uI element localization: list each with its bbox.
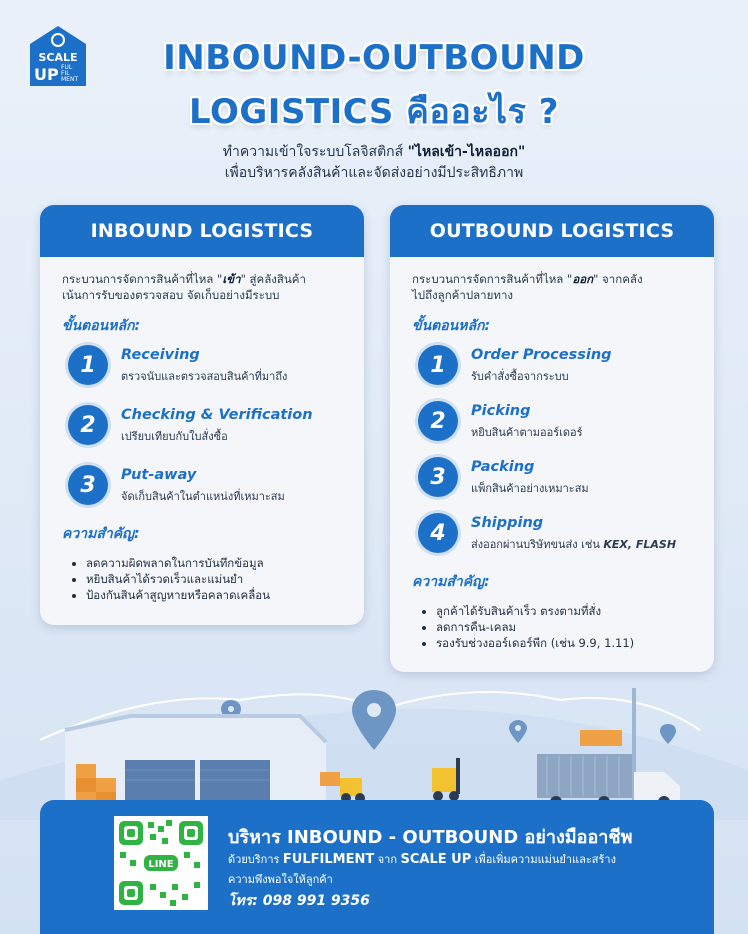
- banner-text-bold: FULFILMENT: [282, 852, 375, 867]
- inbound-desc-prefix: กระบวนการจัดการสินค้าที่ไหล ": [62, 272, 223, 286]
- logo-text-fil: FIL: [61, 70, 70, 77]
- banner-title: บริหาร INBOUND - OUTBOUND อย่างมืออาชีพ: [228, 827, 633, 848]
- inbound-importance-title: ความสำคัญ:: [62, 526, 140, 542]
- location-pin-icon: [660, 724, 676, 744]
- step-number: 2: [68, 405, 108, 445]
- inbound-card: INBOUND LOGISTICS กระบวนการจัดการสินค้าท…: [40, 205, 364, 625]
- list-item: ป้องกันสินค้าสูญหายหรือคลาดเคลื่อน: [86, 587, 364, 603]
- outbound-desc-suffix: " จากคลัง: [593, 272, 643, 286]
- list-item: รองรับช่วงออร์เดอร์พีก (เช่น 9.9, 1.11): [436, 635, 714, 651]
- line-qr-code[interactable]: LINE: [114, 816, 208, 910]
- main-title-line1: INBOUND-OUTBOUND: [163, 38, 585, 78]
- step-desc: หยิบสินค้าตามออร์เดอร์: [471, 426, 583, 439]
- step-desc: เปรียบเทียบกับใบสั่งซื้อ: [121, 430, 228, 443]
- logo-text-up: UP: [34, 65, 59, 84]
- line-qr-label: LINE: [148, 859, 173, 870]
- banner-text: จาก: [374, 853, 401, 866]
- step-number: 3: [418, 457, 458, 497]
- inbound-importance-list: ลดความผิดพลาดในการบันทึกข้อมูล หยิบสินค้…: [86, 555, 364, 603]
- scale-up-logo: SCALE UP FUL FIL MENT: [26, 24, 90, 88]
- banner-line1: ด้วยบริการ FULFILMENT จาก SCALE UP เพื่อ…: [228, 850, 616, 868]
- outbound-desc-prefix: กระบวนการจัดการสินค้าที่ไหล ": [412, 272, 573, 286]
- banner-line2: ความพึงพอใจให้ลูกค้า: [228, 873, 333, 886]
- inbound-step: 3 Put-away จัดเก็บสินค้าในตำแหน่งที่เหมา…: [68, 465, 364, 521]
- outbound-step: 2 Picking หยิบสินค้าตามออร์เดอร์: [418, 401, 714, 457]
- outbound-step: 3 Packing แพ็กสินค้าอย่างเหมาะสม: [418, 457, 714, 513]
- inbound-description: กระบวนการจัดการสินค้าที่ไหล "เข้า" สู่คล…: [62, 271, 352, 303]
- step-desc-prefix: ส่งออกผ่านบริษัทขนส่ง เช่น: [471, 538, 604, 551]
- forklift-icon: [320, 772, 365, 803]
- step-desc: รับคำสั่งซื้อจากระบบ: [471, 370, 569, 383]
- list-item: ลดการคืน-เคลม: [436, 619, 714, 635]
- step-name: Shipping: [471, 515, 544, 531]
- inbound-desc-line2: เน้นการรับของตรวจสอบ จัดเก็บอย่างมีระบบ: [62, 288, 280, 302]
- subtitle-line1-bold: "ไหลเข้า-ไหลออก": [407, 144, 526, 160]
- inbound-step: 2 Checking & Verification เปรียบเทียบกับ…: [68, 405, 364, 461]
- step-number: 4: [418, 513, 458, 553]
- subtitle-line1-prefix: ทำความเข้าใจระบบโลจิสติกส์: [222, 144, 408, 160]
- phone-number[interactable]: โทร: 098 991 9356: [228, 893, 370, 909]
- step-number: 3: [68, 465, 108, 505]
- inbound-desc-suffix: " สู่คลังสินค้า: [240, 272, 306, 286]
- inbound-card-header: INBOUND LOGISTICS: [40, 205, 364, 257]
- outbound-desc-line2: ไปถึงลูกค้าปลายทาง: [412, 288, 514, 302]
- banner-text: ด้วยบริการ: [228, 853, 283, 866]
- logo-text-scale: SCALE: [38, 51, 77, 64]
- location-pin-icon: [352, 690, 396, 750]
- outbound-desc-bold: ออก: [572, 272, 594, 286]
- step-name: Put-away: [121, 467, 197, 483]
- outbound-step: 1 Order Processing รับคำสั่งซื้อจากระบบ: [418, 345, 714, 401]
- step-desc: ส่งออกผ่านบริษัทขนส่ง เช่น KEX, FLASH: [471, 535, 676, 553]
- step-desc: จัดเก็บสินค้าในตำแหน่งที่เหมาะสม: [121, 490, 285, 503]
- list-item: ลูกค้าได้รับสินค้าเร็ว ตรงตามที่สั่ง: [436, 603, 714, 619]
- step-name: Order Processing: [471, 347, 612, 363]
- logo-text-ful: FUL: [61, 64, 73, 71]
- subtitle-line2: เพื่อบริหารคลังสินค้าและจัดส่งอย่างมีประ…: [224, 165, 524, 181]
- step-desc-bold: KEX, FLASH: [603, 538, 677, 551]
- inbound-steps-title: ขั้นตอนหลัก:: [62, 318, 141, 334]
- step-number: 2: [418, 401, 458, 441]
- outbound-card: OUTBOUND LOGISTICS กระบวนการจัดการสินค้า…: [390, 205, 714, 672]
- main-title-line2: LOGISTICS คืออะไร ?: [189, 92, 559, 132]
- outbound-importance-list: ลูกค้าได้รับสินค้าเร็ว ตรงตามที่สั่ง ลดก…: [436, 603, 714, 651]
- inbound-steps: 1 Receiving ตรวจนับและตรวจสอบสินค้าที่มา…: [40, 345, 364, 521]
- step-name: Picking: [471, 403, 531, 419]
- subtitle: ทำความเข้าใจระบบโลจิสติกส์ "ไหลเข้า-ไหลอ…: [0, 142, 748, 184]
- outbound-steps-title: ขั้นตอนหลัก:: [412, 318, 491, 334]
- inbound-desc-bold: เข้า: [222, 272, 241, 286]
- truck-icon: [537, 754, 680, 808]
- step-number: 1: [418, 345, 458, 385]
- banner-text-bold: SCALE UP: [400, 852, 472, 867]
- outbound-description: กระบวนการจัดการสินค้าที่ไหล "ออก" จากคลั…: [412, 271, 702, 303]
- step-name: Receiving: [121, 347, 200, 363]
- logistics-illustration: [0, 688, 748, 820]
- warehouse-icon: [64, 714, 328, 805]
- inbound-step: 1 Receiving ตรวจนับและตรวจสอบสินค้าที่มา…: [68, 345, 364, 401]
- banner-text: เพื่อเพิ่มความแม่นยำและสร้าง: [471, 853, 616, 866]
- step-name: Packing: [471, 459, 535, 475]
- outbound-steps: 1 Order Processing รับคำสั่งซื้อจากระบบ …: [390, 345, 714, 569]
- step-number: 1: [68, 345, 108, 385]
- outbound-step: 4 Shipping ส่งออกผ่านบริษัทขนส่ง เช่น KE…: [418, 513, 714, 569]
- forklift-icon: [432, 758, 460, 801]
- step-desc: ตรวจนับและตรวจสอบสินค้าที่มาถึง: [121, 370, 288, 383]
- location-pin-icon: [509, 720, 527, 743]
- crane-icon: [580, 688, 636, 808]
- outbound-card-header: OUTBOUND LOGISTICS: [390, 205, 714, 257]
- list-item: ลดความผิดพลาดในการบันทึกข้อมูล: [86, 555, 364, 571]
- step-desc: แพ็กสินค้าอย่างเหมาะสม: [471, 482, 589, 495]
- outbound-importance-title: ความสำคัญ:: [412, 574, 490, 590]
- logo-text-ment: MENT: [61, 76, 78, 83]
- step-name: Checking & Verification: [121, 407, 313, 423]
- list-item: หยิบสินค้าได้รวดเร็วและแม่นยำ: [86, 571, 364, 587]
- contact-banner: LINE บริหาร INBOUND - OUTBOUND อย่างมืออ…: [40, 800, 714, 934]
